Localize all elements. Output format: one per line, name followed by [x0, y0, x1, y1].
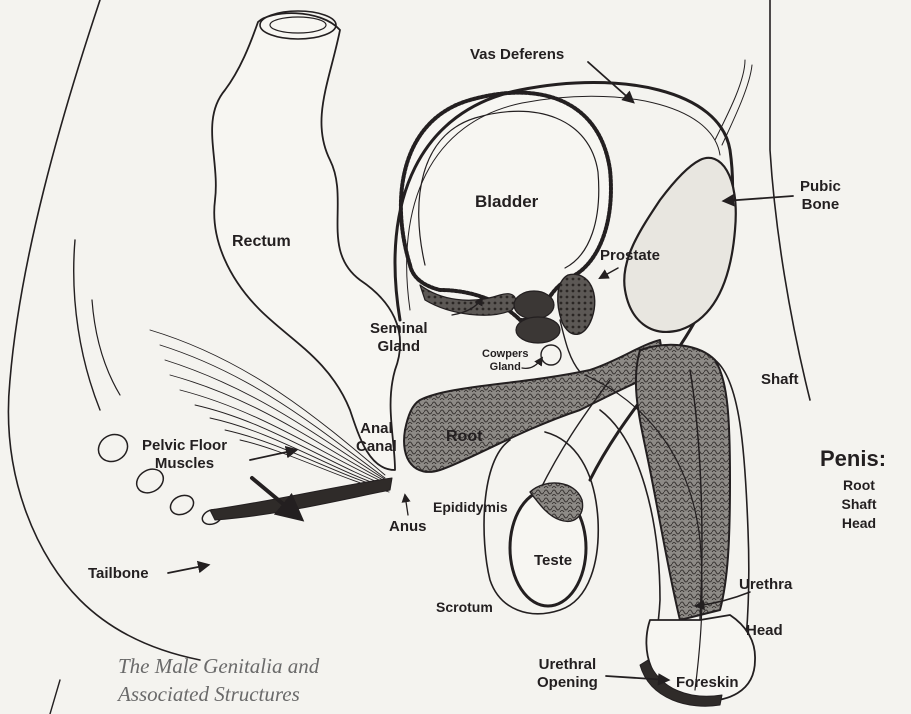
label-bladder: Bladder — [475, 193, 538, 211]
label-foreskin: Foreskin — [676, 674, 739, 692]
tailbone-band — [210, 478, 392, 520]
label-seminal-gland-line1: Seminal — [370, 320, 428, 338]
back-outline — [8, 0, 200, 660]
label-pelvic-floor-muscles: Pelvic Floor Muscles — [142, 437, 227, 473]
pubic-bone-shape — [624, 158, 736, 332]
label-pelvic-floor-line1: Pelvic Floor — [142, 437, 227, 455]
label-vas-deferens: Vas Deferens — [470, 46, 564, 64]
label-anal-canal-line1: Anal — [356, 420, 397, 438]
label-anal-canal: Anal Canal — [356, 420, 397, 456]
label-epididymis: Epididymis — [433, 498, 508, 516]
label-pelvic-floor-line2: Muscles — [142, 455, 227, 473]
penis-root — [404, 340, 665, 472]
label-prostate: Prostate — [600, 247, 660, 265]
label-pubic-bone-line1: Pubic — [800, 178, 841, 196]
label-urethra: Urethra — [739, 576, 792, 594]
label-shaft: Shaft — [761, 371, 799, 389]
penis-legend-list: Root Shaft Head — [834, 476, 884, 533]
label-urethral-opening-line2: Opening — [537, 674, 598, 692]
penis-legend-title: Penis: — [820, 446, 886, 472]
cowpers-gland-shape — [541, 345, 561, 365]
label-cowpers-gland-line2: Gland — [482, 361, 528, 374]
label-cowpers-gland-line1: Cowpers — [482, 348, 528, 361]
penis-legend-item: Shaft — [834, 495, 884, 514]
label-root: Root — [446, 428, 482, 446]
penis-shaft — [636, 345, 730, 620]
caption-line-1: The Male Genitalia and — [118, 652, 319, 680]
label-cowpers-gland: Cowpers Gland — [482, 348, 528, 374]
label-teste: Teste — [534, 552, 572, 570]
label-head: Head — [746, 622, 783, 640]
label-seminal-gland-line2: Gland — [370, 338, 428, 356]
label-scrotum: Scrotum — [436, 598, 493, 616]
label-anus: Anus — [389, 518, 427, 536]
penis-legend-item: Head — [834, 514, 884, 533]
caption-line-2: Associated Structures — [118, 680, 319, 708]
prostate-shape — [558, 274, 595, 334]
label-urethral-opening: Urethral Opening — [537, 656, 598, 692]
label-tailbone: Tailbone — [88, 565, 149, 583]
label-rectum: Rectum — [232, 233, 291, 251]
label-pubic-bone: Pubic Bone — [800, 178, 841, 214]
label-pubic-bone-line2: Bone — [800, 196, 841, 214]
label-urethral-opening-line1: Urethral — [537, 656, 598, 674]
figure-caption: The Male Genitalia and Associated Struct… — [118, 652, 319, 708]
label-seminal-gland: Seminal Gland — [370, 320, 428, 356]
penis-legend-item: Root — [834, 476, 884, 495]
label-anal-canal-line2: Canal — [356, 438, 397, 456]
